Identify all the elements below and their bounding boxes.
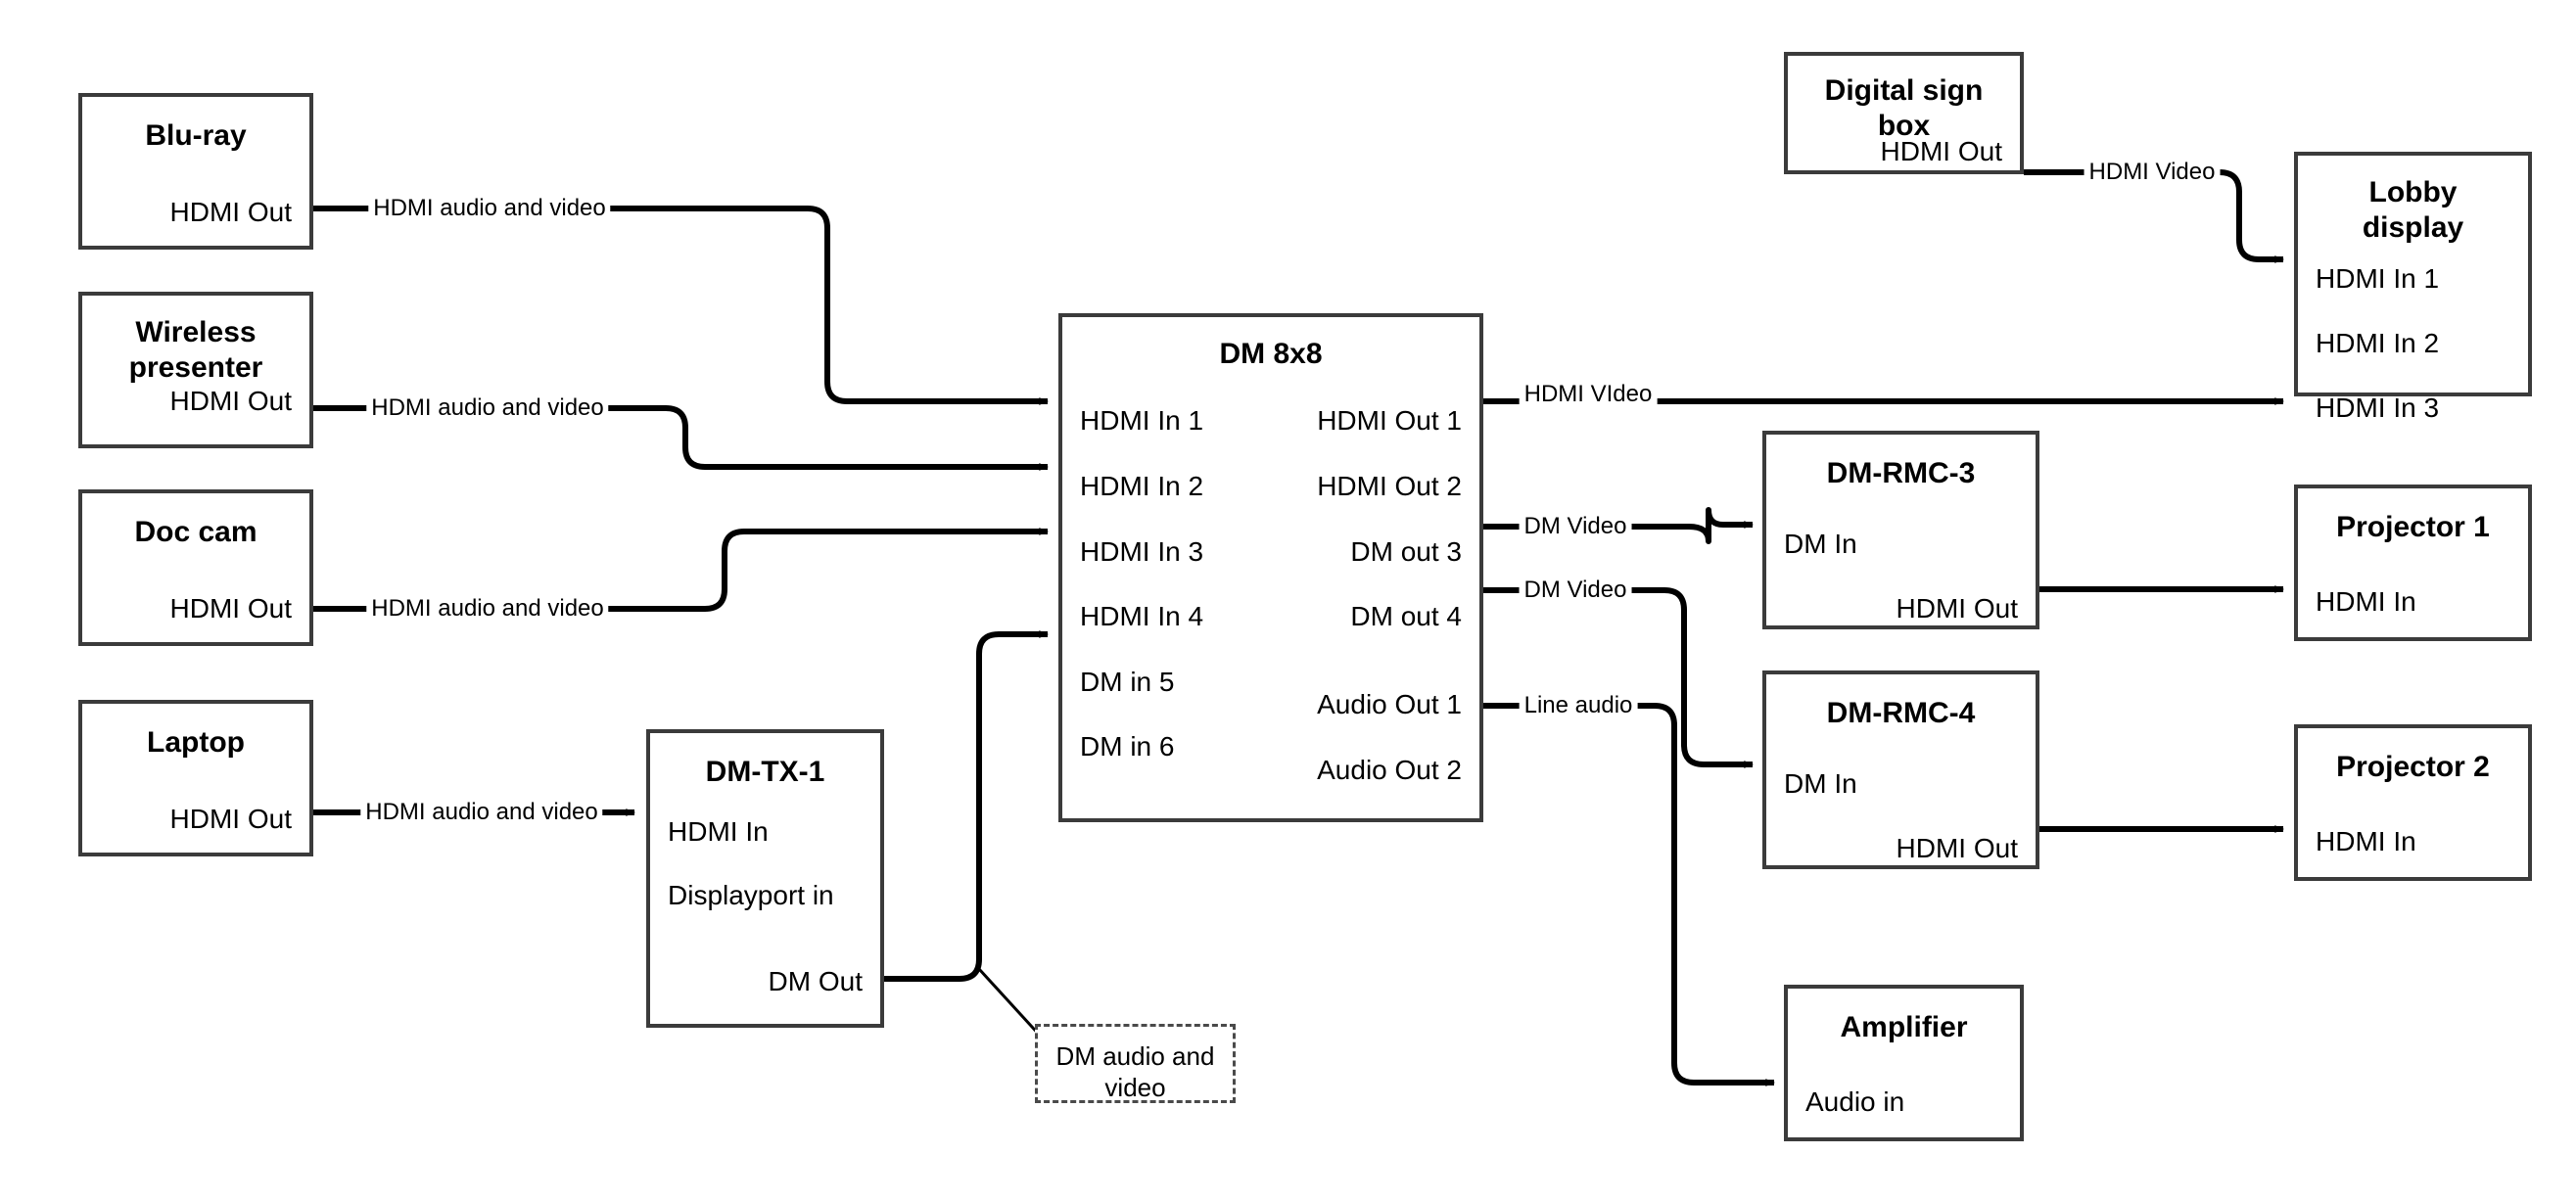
edge-dm-out-3-to-dm-rmc-3	[1483, 507, 1754, 544]
node-amplifier[interactable]: Amplifier Audio in	[1784, 985, 2024, 1141]
edge-dm-tx-1-to-dm-in-5	[884, 630, 1049, 982]
port-dm-8x8-hdmi-in-2: HDMI In 2	[1080, 471, 1204, 501]
node-blu-ray[interactable]: Blu-ray HDMI Out	[78, 93, 313, 250]
edge-label-blu-ray-to-hdmi-in-1: HDMI audio and video	[368, 196, 611, 221]
port-dm-rmc-3-hdmi-out: HDMI Out	[1896, 593, 2018, 624]
edge-blu-ray-to-hdmi-in-1	[313, 206, 1049, 405]
port-dm-8x8-audio-out-2: Audio Out 2	[1317, 755, 1462, 785]
node-title-blu-ray: Blu-ray	[145, 119, 247, 152]
node-title-projector-1: Projector 1	[2336, 511, 2490, 543]
node-title-doc-cam: Doc cam	[134, 516, 258, 548]
edge-wireless-presenter-to-hdmi-in-2	[313, 405, 1049, 471]
node-laptop[interactable]: Laptop HDMI Out	[78, 700, 313, 856]
port-dm-8x8-audio-out-1: Audio Out 1	[1317, 689, 1462, 719]
edge-label-laptop-to-dm-tx-1: HDMI audio and video	[360, 800, 603, 825]
port-wireless-presenter-hdmi-out: HDMI Out	[169, 386, 292, 416]
port-lobby-display-hdmi-in-3: HDMI In 3	[2316, 393, 2440, 423]
port-projector-1-hdmi-in: HDMI In	[2316, 586, 2416, 617]
edge-audio-out-1-to-amplifier	[1483, 703, 1775, 1086]
node-dm-rmc-3[interactable]: DM-RMC-3 DM In HDMI Out	[1762, 431, 2039, 629]
callout-text-dm-audio-and-video: DM audio and video	[1055, 1041, 1215, 1102]
node-title-lobby-display: Lobby display	[2362, 176, 2464, 244]
node-projector-2[interactable]: Projector 2 HDMI In	[2294, 724, 2532, 881]
node-digital-sign-box[interactable]: Digital sign box HDMI Out	[1784, 52, 2024, 174]
node-lobby-display[interactable]: Lobby display HDMI In 1 HDMI In 2 HDMI I…	[2294, 152, 2532, 423]
node-doc-cam[interactable]: Doc cam HDMI Out	[78, 489, 313, 646]
node-title-amplifier: Amplifier	[1840, 1011, 1968, 1043]
port-dm-tx-1-hdmi-in: HDMI In	[668, 816, 769, 847]
callout-dm-audio-and-video: DM audio and video	[1035, 1024, 1236, 1103]
edge-label-digital-sign-box-to-lobby: HDMI Video	[2084, 160, 2221, 185]
node-title-dm-tx-1: DM-TX-1	[705, 756, 825, 788]
port-dm-8x8-dm-out-4: DM out 4	[1350, 601, 1462, 631]
edge-label-doc-cam-to-hdmi-in-3: HDMI audio and video	[366, 596, 609, 622]
node-wireless-presenter[interactable]: Wireless presenter HDMI Out	[78, 292, 313, 448]
edge-label-wireless-presenter-to-hdmi-in-2: HDMI audio and video	[366, 395, 609, 421]
port-dm-rmc-4-dm-in: DM In	[1784, 768, 1857, 799]
port-dm-rmc-3-dm-in: DM In	[1784, 529, 1857, 559]
port-dm-tx-1-displayport-in: Displayport in	[668, 880, 834, 910]
node-title-laptop: Laptop	[147, 726, 245, 759]
node-dm-rmc-4[interactable]: DM-RMC-4 DM In HDMI Out	[1762, 670, 2039, 869]
port-dm-8x8-dm-in-6: DM in 6	[1080, 731, 1175, 762]
node-title-dm-rmc-3: DM-RMC-3	[1826, 457, 1976, 489]
port-dm-rmc-4-hdmi-out: HDMI Out	[1896, 833, 2018, 863]
port-doc-cam-hdmi-out: HDMI Out	[169, 593, 292, 624]
port-dm-8x8-hdmi-in-3: HDMI In 3	[1080, 536, 1204, 567]
node-title-wireless-presenter: Wireless presenter	[128, 316, 263, 384]
node-title-projector-2: Projector 2	[2336, 751, 2490, 783]
edge-digital-sign-box-to-lobby-hdmi-in-1	[2024, 169, 2284, 263]
node-projector-1[interactable]: Projector 1 HDMI In	[2294, 485, 2532, 641]
edge-dm-out-4-to-dm-rmc-4	[1483, 587, 1754, 768]
edge-label-dm-out-4-to-dm-rmc-4: DM Video	[1519, 577, 1632, 603]
port-dm-8x8-hdmi-in-4: HDMI In 4	[1080, 601, 1204, 631]
port-blu-ray-hdmi-out: HDMI Out	[169, 197, 292, 227]
node-title-digital-sign-box: Digital sign box	[1824, 74, 1984, 142]
port-dm-8x8-dm-out-3: DM out 3	[1350, 536, 1462, 567]
port-projector-2-hdmi-in: HDMI In	[2316, 826, 2416, 856]
port-dm-8x8-hdmi-in-1: HDMI In 1	[1080, 405, 1204, 436]
edge-label-dm-out-3-to-dm-rmc-3: DM Video	[1519, 514, 1632, 539]
port-amplifier-audio-in: Audio in	[1805, 1086, 1905, 1117]
port-laptop-hdmi-out: HDMI Out	[169, 804, 292, 834]
node-dm-tx-1[interactable]: DM-TX-1 HDMI In Displayport in DM Out	[646, 729, 884, 1028]
port-dm-8x8-dm-in-5: DM in 5	[1080, 667, 1175, 697]
port-dm-8x8-hdmi-out-2: HDMI Out 2	[1317, 471, 1462, 501]
port-dm-tx-1-dm-out: DM Out	[768, 966, 863, 996]
port-dm-8x8-hdmi-out-1: HDMI Out 1	[1317, 405, 1462, 436]
port-lobby-display-hdmi-in-2: HDMI In 2	[2316, 328, 2440, 358]
edge-doc-cam-to-hdmi-in-3	[313, 528, 1049, 612]
node-title-dm-8x8: DM 8x8	[1219, 338, 1323, 370]
edge-label-audio-out-1-to-amplifier: Line audio	[1519, 693, 1638, 718]
node-title-dm-rmc-4: DM-RMC-4	[1826, 697, 1976, 729]
node-dm-8x8[interactable]: DM 8x8 HDMI In 1 HDMI In 2 HDMI In 3 HDM…	[1058, 313, 1483, 822]
edge-label-hdmi-out-1-to-lobby: HDMI VIdeo	[1519, 382, 1658, 407]
callout-leader-line	[977, 967, 1044, 1039]
port-lobby-display-hdmi-in-1: HDMI In 1	[2316, 263, 2440, 294]
port-digital-sign-box-hdmi-out: HDMI Out	[1880, 136, 2002, 166]
